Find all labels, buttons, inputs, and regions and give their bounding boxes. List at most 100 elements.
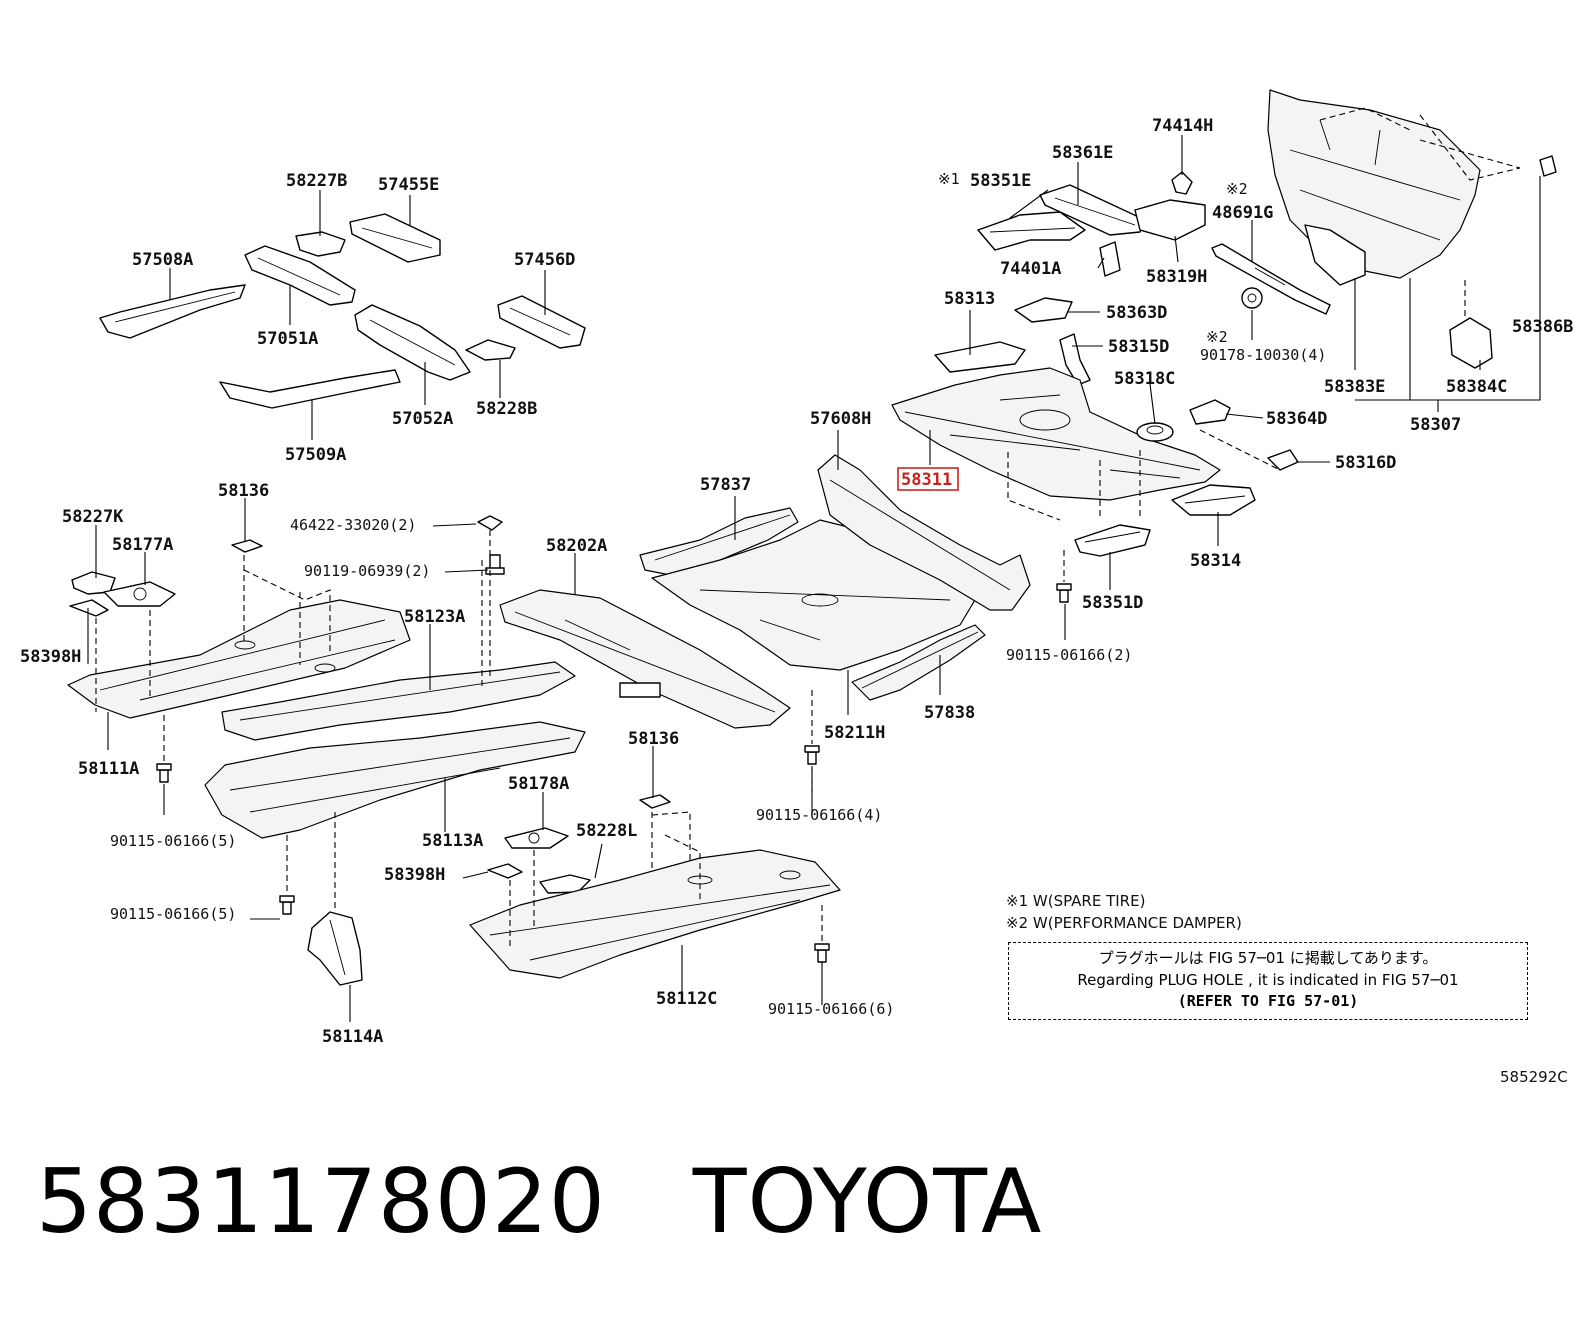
part-57508A-shape xyxy=(99,284,246,339)
label-58113A[interactable]: 58113A xyxy=(422,831,483,851)
label-58398H-a[interactable]: 58398H xyxy=(20,647,81,667)
note-spare-tire: ※1 W(SPARE TIRE) xyxy=(1006,892,1145,910)
label-57608H[interactable]: 57608H xyxy=(810,409,871,429)
label-58351E[interactable]: 58351E xyxy=(970,171,1031,191)
label-90115-06166-4[interactable]: 90115-06166(4) xyxy=(756,806,882,824)
part-57608H-shape xyxy=(817,454,1031,611)
label-58228B[interactable]: 58228B xyxy=(476,399,537,419)
part-58363D-shape xyxy=(1014,297,1073,323)
label-58114A[interactable]: 58114A xyxy=(322,1027,383,1047)
part-58202A-shape xyxy=(499,589,791,729)
part-58228L-shape xyxy=(539,874,591,894)
label-57509A[interactable]: 57509A xyxy=(285,445,346,465)
dash-lines-left xyxy=(95,530,491,912)
label-58398H-b[interactable]: 58398H xyxy=(384,865,445,885)
label-74401A[interactable]: 74401A xyxy=(1000,259,1061,279)
label-57052A[interactable]: 57052A xyxy=(392,409,453,429)
part-58386B-shape xyxy=(1539,155,1557,177)
part-58136-b-shape xyxy=(639,794,671,809)
label-58314[interactable]: 58314 xyxy=(1190,551,1241,571)
bolt-90115-a xyxy=(156,763,172,783)
part-57509A-shape xyxy=(219,369,401,409)
dash-lines-center xyxy=(509,550,1065,950)
label-58136-b[interactable]: 58136 xyxy=(628,729,679,749)
bolt-90115-e xyxy=(1056,583,1072,603)
label-58136-a[interactable]: 58136 xyxy=(218,481,269,501)
part-58318C-shape xyxy=(1136,422,1174,442)
label-57455E[interactable]: 57455E xyxy=(378,175,439,195)
part-number-caption: 5831178020 TOYOTA xyxy=(36,1150,1043,1253)
label-58315D[interactable]: 58315D xyxy=(1108,337,1169,357)
label-58386B[interactable]: 58386B xyxy=(1512,317,1573,337)
part-58384C-shape xyxy=(1449,317,1493,369)
label-57051A[interactable]: 57051A xyxy=(257,329,318,349)
part-58398H-a-shape xyxy=(69,599,109,617)
part-46422-shape xyxy=(477,515,503,531)
label-46422-33020[interactable]: 46422-33020(2) xyxy=(290,516,416,534)
plug-hole-notice: プラグホールは FIG 57─01 に掲載してあります。 Regarding P… xyxy=(1008,942,1528,1020)
label-58177A[interactable]: 58177A xyxy=(112,535,173,555)
part-58227B-shape xyxy=(295,231,346,257)
label-58384C[interactable]: 58384C xyxy=(1446,377,1507,397)
label-58202A[interactable]: 58202A xyxy=(546,536,607,556)
label-58123A[interactable]: 58123A xyxy=(404,607,465,627)
label-58228L[interactable]: 58228L xyxy=(576,821,637,841)
label-58313[interactable]: 58313 xyxy=(944,289,995,309)
part-58315D-shape xyxy=(1059,333,1091,386)
label-48691G[interactable]: 48691G xyxy=(1212,203,1273,223)
label-58361E[interactable]: 58361E xyxy=(1052,143,1113,163)
part-57838-shape xyxy=(851,624,986,701)
label-58227K[interactable]: 58227K xyxy=(62,507,124,527)
label-90115-06166-2[interactable]: 90115-06166(2) xyxy=(1006,646,1132,664)
label-58383E[interactable]: 58383E xyxy=(1324,377,1385,397)
notice-reference: (REFER TO FIG 57-01) xyxy=(1177,992,1359,1010)
label-note-mark-1: ※1 xyxy=(938,170,960,188)
part-58136-a-shape xyxy=(231,539,263,553)
part-58364D-shape xyxy=(1189,399,1231,425)
part-58114A-shape xyxy=(307,911,363,986)
label-58178A[interactable]: 58178A xyxy=(508,774,569,794)
label-58316D[interactable]: 58316D xyxy=(1335,453,1396,473)
label-58227B[interactable]: 58227B xyxy=(286,171,347,191)
label-58319H[interactable]: 58319H xyxy=(1146,267,1207,287)
label-90115-06166-5-a[interactable]: 90115-06166(5) xyxy=(110,832,236,850)
dash-lines-right xyxy=(1007,107,1521,521)
label-note-mark-2a: ※2 xyxy=(1226,180,1248,198)
label-58311[interactable]: 58311 xyxy=(901,470,952,490)
label-57456D[interactable]: 57456D xyxy=(514,250,575,270)
label-note-mark-2b: ※2 xyxy=(1206,328,1228,346)
label-90115-06166-5-b[interactable]: 90115-06166(5) xyxy=(110,905,236,923)
label-58211H[interactable]: 58211H xyxy=(824,723,885,743)
label-57837[interactable]: 57837 xyxy=(700,475,751,495)
part-58351E-shape xyxy=(977,211,1086,251)
note-performance-damper: ※2 W(PERFORMANCE DAMPER) xyxy=(1006,914,1242,932)
part-58311-shape xyxy=(891,367,1221,501)
label-90115-06166-6[interactable]: 90115-06166(6) xyxy=(768,1000,894,1018)
label-58363D[interactable]: 58363D xyxy=(1106,303,1167,323)
leader-lines xyxy=(87,135,1541,1022)
part-58112C-shape xyxy=(469,849,841,979)
part-90119-shape xyxy=(485,554,505,575)
part-58113A-shape xyxy=(204,721,586,839)
label-58351D[interactable]: 58351D xyxy=(1082,593,1143,613)
label-58112C[interactable]: 58112C xyxy=(656,989,717,1009)
part-74401A-shape xyxy=(1099,241,1121,277)
part-57456D-shape xyxy=(497,295,586,349)
label-74414H[interactable]: 74414H xyxy=(1152,116,1213,136)
part-58319H-shape xyxy=(1134,199,1206,241)
notice-english: Regarding PLUG HOLE , it is indicated in… xyxy=(1077,971,1459,989)
label-58318C[interactable]: 58318C xyxy=(1114,369,1175,389)
part-90178-shape xyxy=(1241,287,1263,309)
bolt-90115-b xyxy=(279,895,295,915)
label-58364D[interactable]: 58364D xyxy=(1266,409,1327,429)
label-58307[interactable]: 58307 xyxy=(1410,415,1461,435)
label-57838[interactable]: 57838 xyxy=(924,703,975,723)
label-90119-06939[interactable]: 90119-06939(2) xyxy=(304,562,430,580)
label-57508A[interactable]: 57508A xyxy=(132,250,193,270)
label-90178-10030[interactable]: 90178-10030(4) xyxy=(1200,346,1326,364)
label-58111A[interactable]: 58111A xyxy=(78,759,139,779)
notice-japanese: プラグホールは FIG 57─01 に掲載してあります。 xyxy=(1098,949,1438,967)
bolt-90115-d xyxy=(814,943,830,963)
